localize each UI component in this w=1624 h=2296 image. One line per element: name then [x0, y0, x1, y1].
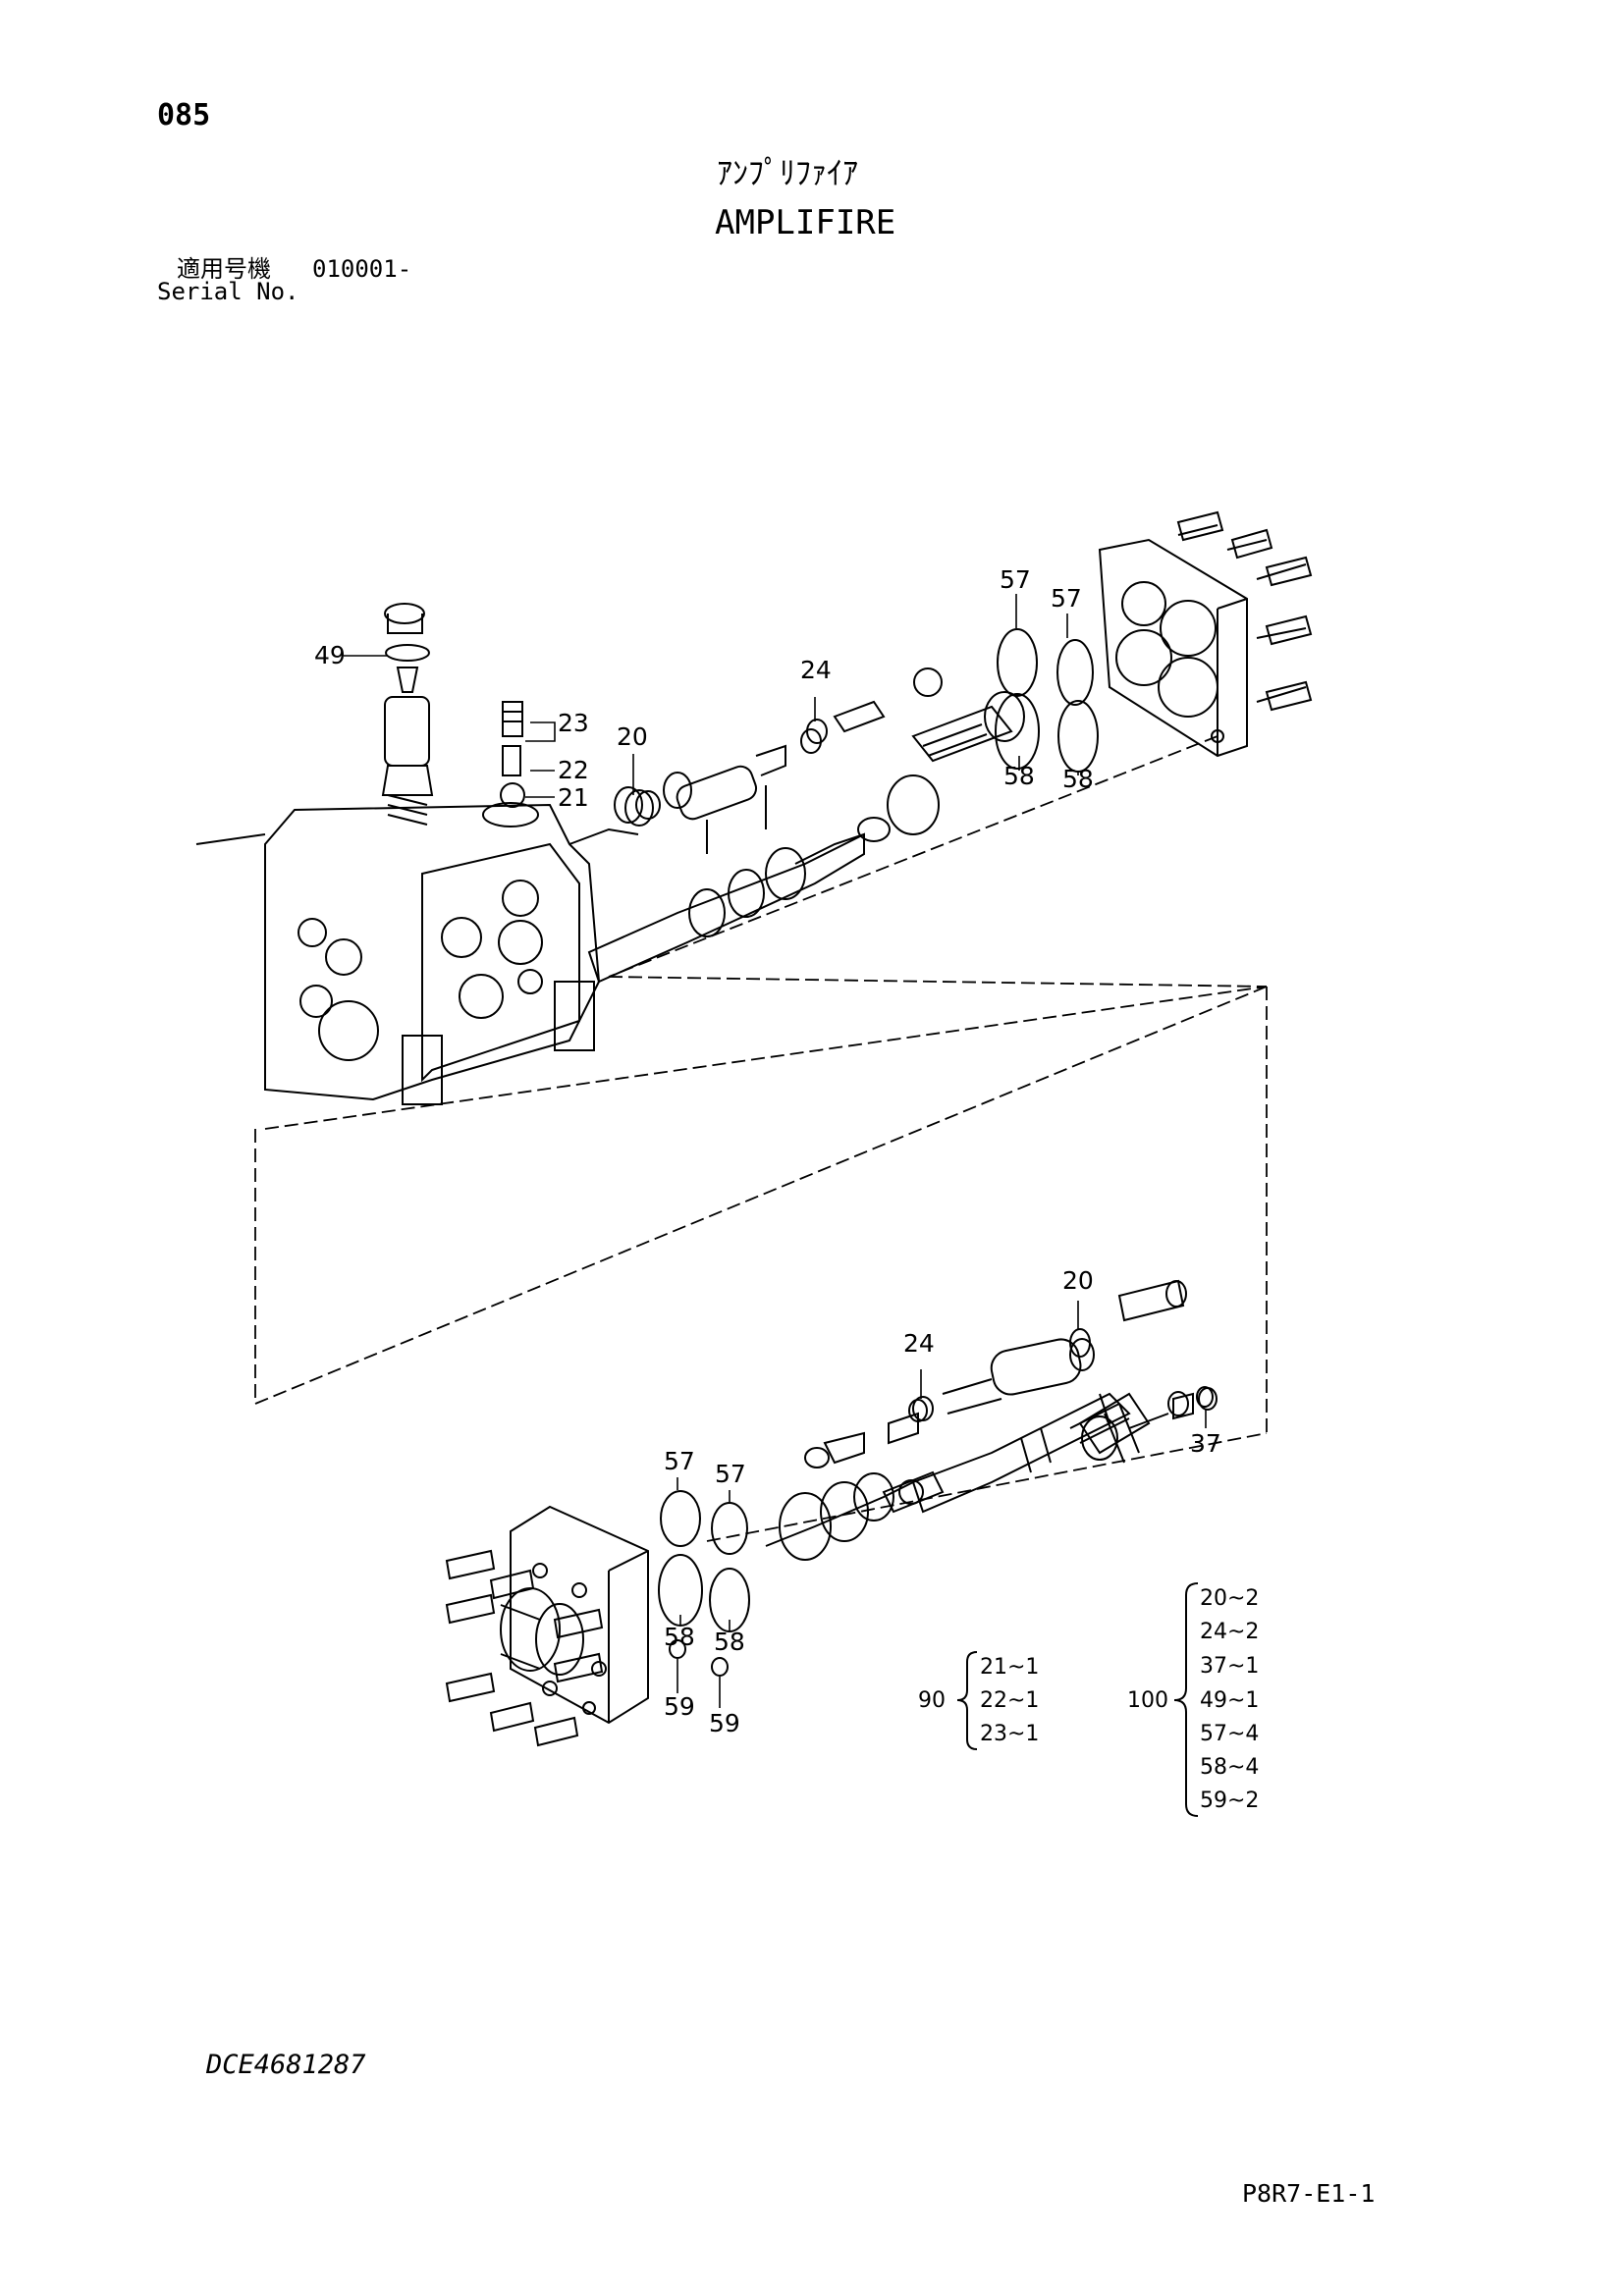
callout-37: 37: [1190, 1429, 1221, 1458]
callout-20-upper: 20: [617, 722, 648, 751]
kit-90-item: 23~1: [980, 1722, 1040, 1746]
kit-90-id: 90: [918, 1688, 946, 1713]
kit-100-item: 59~2: [1200, 1789, 1260, 1813]
o-rings-lower: [658, 1328, 1214, 1677]
serial-label-jp: 適用号機: [177, 255, 271, 283]
kit-100-item: 57~4: [1200, 1722, 1260, 1746]
valve-body-upper: [195, 803, 601, 1105]
spool-upper: [568, 667, 1025, 984]
callout-23: 23: [558, 709, 589, 737]
serial-value: 010001-: [312, 255, 412, 283]
kit-90-item: 21~1: [980, 1655, 1040, 1680]
flange-plate-upper: [1098, 510, 1313, 758]
page-number: 085: [157, 98, 211, 133]
kit-100-item: 20~2: [1200, 1586, 1260, 1611]
callout-24-lower: 24: [903, 1329, 935, 1358]
callout-58-upper-b: 58: [1062, 765, 1094, 793]
assembly-lines: [254, 735, 1268, 1542]
callout-20-lower: 20: [1062, 1266, 1094, 1295]
callout-58-lower-a: 58: [664, 1623, 695, 1651]
callout-49: 49: [314, 641, 346, 669]
serial-label-en: Serial No.: [157, 278, 299, 305]
kit-100-item: 49~1: [1200, 1688, 1260, 1713]
kit-100-brace: [1173, 1582, 1199, 1817]
title-english: AMPLIFIRE: [715, 203, 896, 242]
kit-100-item: 24~2: [1200, 1620, 1260, 1644]
o-rings-upper: [624, 628, 1099, 827]
leader-lines: [344, 594, 1207, 1708]
callout-58-lower-b: 58: [714, 1628, 745, 1656]
callout-59-a: 59: [664, 1692, 695, 1721]
kit-90-brace: [956, 1651, 978, 1750]
callout-57-lower-b: 57: [715, 1460, 746, 1488]
callout-57-lower-a: 57: [664, 1447, 695, 1475]
flange-plate-lower: [445, 1505, 649, 1747]
title-japanese: ｱﾝﾌﾟﾘﾌｧｲｱ: [717, 154, 859, 191]
callout-57-upper-b: 57: [1051, 584, 1082, 613]
kit-100-item: 37~1: [1200, 1654, 1260, 1679]
callout-57-upper-a: 57: [1000, 565, 1031, 594]
kit-90-item: 22~1: [980, 1688, 1040, 1713]
callout-59-b: 59: [709, 1709, 740, 1737]
pilot-stack: [381, 603, 539, 828]
kit-100-id: 100: [1127, 1688, 1168, 1713]
page-code: P8R7-E1-1: [1242, 2179, 1376, 2208]
callout-58-upper-a: 58: [1003, 762, 1035, 790]
drawing-code: DCE4681287: [206, 2050, 366, 2080]
callout-22: 22: [558, 756, 589, 784]
spool-lower: [765, 1279, 1218, 1561]
callout-24-upper: 24: [800, 656, 832, 684]
kit-100-item: 58~4: [1200, 1755, 1260, 1780]
callout-21: 21: [558, 783, 589, 812]
